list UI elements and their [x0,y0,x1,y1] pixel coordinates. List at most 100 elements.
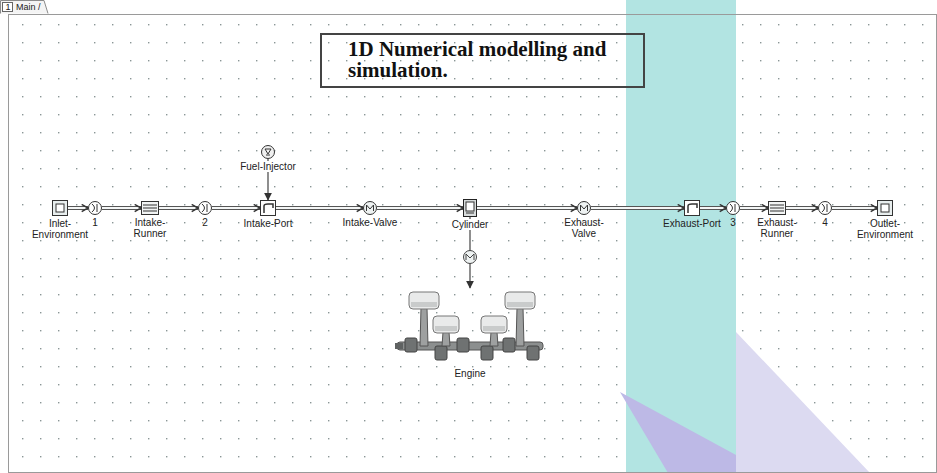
component-label: Outlet-Environment [855,218,915,240]
pipe-connector [159,208,198,209]
component-label: Exhaust-Port [663,218,721,229]
pipe-connector [212,208,260,209]
port-component: Exhaust-Port [684,200,700,216]
pipe-component: Intake-Runner [141,201,159,215]
injector-component: Fuel-Injector [261,145,275,159]
pipe-wall [786,206,818,210]
pipe-bore [786,207,818,209]
callout-box: 1D Numerical modelling and simulation. [320,33,645,88]
pipe-connector [102,208,141,209]
engine-component: Engine [395,288,545,366]
valve-component: Exhaust-Valve [577,201,591,215]
component-label: Engine [454,368,485,379]
inj-icon [262,146,275,159]
port-icon [685,201,700,216]
pipe-connector [786,208,818,209]
tab-number: 1 [4,2,12,12]
pipe-bore [477,207,577,209]
pipe-connector [700,208,726,209]
component-label: 4 [822,217,828,228]
pipe-connector [832,208,877,209]
env-icon [878,201,893,216]
pipe-bore [832,207,877,209]
lavender-wedge-light [736,332,870,473]
pipe-wall [68,206,88,210]
pipe-bore [700,207,726,209]
valve-icon [364,202,377,215]
mechanical-connection-symbol [464,251,477,264]
pipe-wall [591,206,684,210]
component-label: Intake-Port [244,218,293,229]
environment-component-symbol [52,200,68,216]
orf-icon [199,202,212,215]
pipe-connector [591,208,684,209]
port-component-symbol [260,200,276,216]
pipe-wall [477,206,577,210]
component-label: Exhaust-Runner [747,217,807,239]
tab-icon [3,3,13,12]
engine-component-symbol [395,288,545,366]
valve-component: Intake-Valve [363,201,377,215]
pipe-wall [102,206,141,210]
pipe-connector [68,208,88,209]
frame [9,15,937,473]
component-label: Inlet-Environment [30,218,90,240]
engine-icon [395,292,543,360]
pipe-wall [740,206,768,210]
orifice-component-symbol [818,201,832,215]
component-label: Fuel-Injector [236,161,300,172]
environment-component: Inlet-Environment [52,200,68,216]
teal-band [626,0,736,473]
tab [1,1,49,14]
tab-title: Main / [16,2,41,12]
pipe-wall [276,206,363,210]
injector-component-symbol [261,145,275,159]
pipe-wall [700,206,726,210]
pipe-connector [740,208,768,209]
orifice-component-symbol [88,201,102,215]
environment-component: Outlet-Environment [877,200,893,216]
pipe-wall [212,206,260,210]
pipe-bore [591,207,684,209]
component-label: Intake-Valve [343,217,398,228]
component-label: 1 [92,217,98,228]
orifice-component-symbol [198,201,212,215]
pipe-bore [102,207,141,209]
pipe-component: Exhaust-Runner [768,201,786,215]
orifice-component-symbol [726,201,740,215]
pipe-connector [477,208,577,209]
orifice-component: 1 [88,201,102,215]
component-label: Exhaust-Valve [554,217,614,239]
orf-icon [819,202,832,215]
component-label: Intake-Runner [120,217,180,239]
pipe-component-symbol [768,201,786,215]
component-label: 3 [730,217,736,228]
run-icon [769,202,786,215]
environment-component-symbol [877,200,893,216]
orf-icon [89,202,102,215]
run-icon [142,202,159,215]
pipe-wall [832,206,877,210]
port-component-symbol [684,200,700,216]
pipe-connector [377,208,463,209]
pipe-bore [159,207,198,209]
cyl-icon [464,200,477,217]
component-label: 2 [202,217,208,228]
component-label: Cylinder [450,219,491,230]
port-icon [261,201,276,216]
pipe-bore [68,207,88,209]
cylinder-component: Cylinder [463,199,477,217]
lavender-wedge [620,392,736,473]
valve-component-symbol [363,201,377,215]
grid-dots [9,14,936,472]
cylinder-component-symbol [463,199,477,217]
pipe-wall [377,206,463,210]
pipe-connector [276,208,363,209]
pipe-bore [212,207,260,209]
callout-text: 1D Numerical modelling and simulation. [348,39,635,81]
orifice-component: 4 [818,201,832,215]
valve-icon [578,202,591,215]
orifice-component: 3 [726,201,740,215]
